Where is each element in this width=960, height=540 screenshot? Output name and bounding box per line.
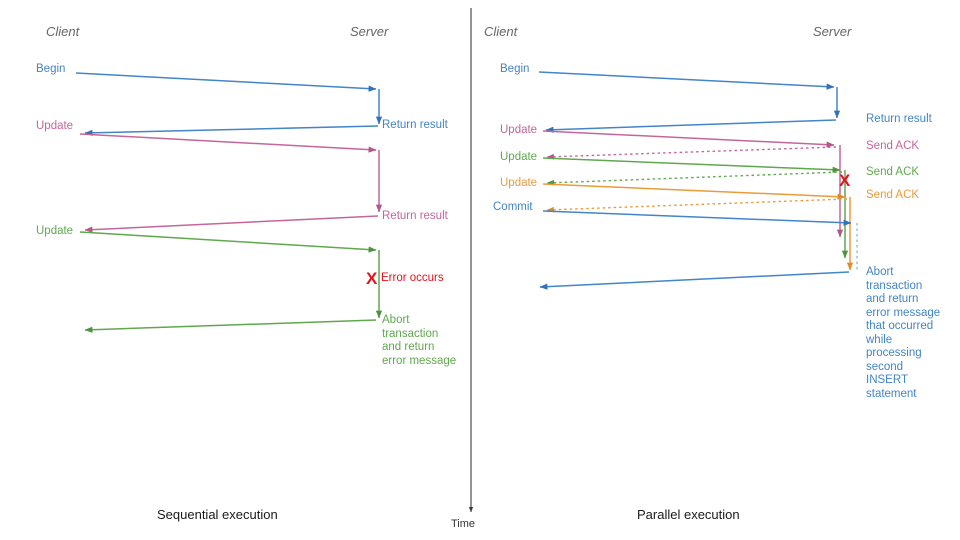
left-arrow-return-pink	[84, 215, 379, 233]
left-client-label-update-1: Update	[36, 120, 74, 132]
left-panel-flows	[75, 72, 383, 333]
left-server-label-error: Error occurs	[381, 272, 444, 284]
left-error-x-icon: X	[366, 269, 378, 288]
right-arrow-update-green	[542, 157, 841, 173]
right-server-label-ack-3: Send ACK	[866, 189, 920, 201]
left-server-label-abort: Abort transaction and return error messa…	[382, 314, 457, 367]
left-panel-caption: Sequential execution	[157, 507, 278, 522]
left-client-label-begin: Begin	[36, 63, 66, 75]
left-arrow-begin	[75, 72, 377, 92]
right-arrow-update-orange	[542, 183, 846, 200]
right-ack-pink	[546, 146, 837, 160]
right-server-label-return: Return result	[866, 113, 932, 125]
right-server-label-ack-1: Send ACK	[866, 140, 920, 152]
right-arrow-return-blue	[545, 119, 837, 133]
left-client-label-update-2: Update	[36, 225, 74, 237]
left-server-header: Server	[350, 24, 389, 39]
right-client-label-begin: Begin	[500, 63, 530, 75]
right-ack-orange	[546, 198, 848, 213]
right-client-label-update-3: Update	[500, 177, 538, 189]
time-axis-label: Time	[451, 518, 476, 530]
right-panel-flows	[538, 71, 858, 290]
right-client-label-commit: Commit	[493, 201, 533, 213]
right-error-x-icon: X	[839, 171, 851, 190]
right-server-label-abort: Abort transaction and return error messa…	[866, 266, 941, 400]
left-arrow-abort-green	[84, 319, 377, 333]
left-arrow-update-pink	[79, 133, 377, 153]
left-server-label-return-2: Return result	[382, 210, 448, 222]
right-client-header: Client	[484, 24, 518, 39]
right-panel-caption: Parallel execution	[637, 507, 740, 522]
left-client-header: Client	[46, 24, 80, 39]
left-arrow-return-blue	[84, 125, 379, 136]
right-server-header: Server	[813, 24, 852, 39]
right-ack-green	[546, 171, 843, 186]
right-arrow-abort-blue	[539, 271, 850, 290]
left-server-label-return-1: Return result	[382, 119, 448, 131]
right-arrow-commit	[542, 210, 852, 226]
right-client-label-update-1: Update	[500, 124, 538, 136]
right-server-label-ack-2: Send ACK	[866, 166, 920, 178]
right-arrow-begin	[538, 71, 835, 90]
left-arrow-update-green	[79, 231, 377, 253]
right-client-label-update-2: Update	[500, 151, 538, 163]
right-arrow-update-pink	[542, 130, 835, 148]
